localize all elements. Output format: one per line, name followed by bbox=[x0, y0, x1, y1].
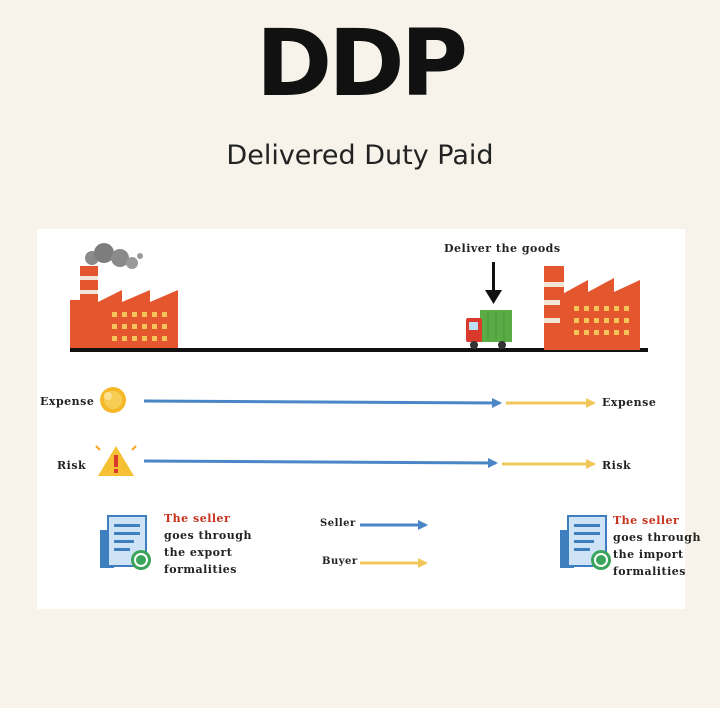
seller-factory-icon bbox=[70, 243, 178, 350]
buyer-factory-icon bbox=[544, 266, 640, 350]
risk-left-label: Risk bbox=[57, 459, 87, 472]
page-title: DDP bbox=[255, 10, 468, 117]
warning-icon bbox=[95, 445, 137, 476]
import-note-line: goes through bbox=[613, 531, 701, 544]
risk-seller-arrow bbox=[143, 457, 498, 468]
legend-buyer-label: Buyer bbox=[322, 556, 358, 567]
import-note-line: formalities bbox=[613, 565, 686, 578]
page-subtitle: Delivered Duty Paid bbox=[226, 140, 494, 171]
truck-icon bbox=[466, 310, 512, 349]
expense-right-label: Expense bbox=[602, 396, 657, 409]
risk-right-label: Risk bbox=[602, 459, 632, 472]
deliver-arrow-icon bbox=[485, 262, 502, 304]
expense-seller-arrow bbox=[143, 397, 502, 408]
export-note-line: formalities bbox=[164, 563, 237, 576]
export-document-icon bbox=[100, 515, 151, 570]
import-note-line: the import bbox=[613, 548, 684, 561]
import-note-highlight: The seller bbox=[613, 514, 680, 527]
import-document-icon bbox=[560, 515, 611, 570]
export-note-line: the export bbox=[164, 546, 233, 559]
import-formalities-note: The seller goes through the import forma… bbox=[613, 512, 701, 580]
export-note-highlight: The seller bbox=[164, 512, 231, 525]
expense-left-label: Expense bbox=[40, 395, 95, 408]
export-formalities-note: The seller goes through the export forma… bbox=[164, 510, 252, 578]
legend-seller-label: Seller bbox=[320, 518, 356, 529]
coin-icon bbox=[100, 387, 126, 413]
deliver-goods-label: Deliver the goods bbox=[444, 242, 561, 255]
export-note-line: goes through bbox=[164, 529, 252, 542]
ground-line bbox=[70, 348, 648, 352]
